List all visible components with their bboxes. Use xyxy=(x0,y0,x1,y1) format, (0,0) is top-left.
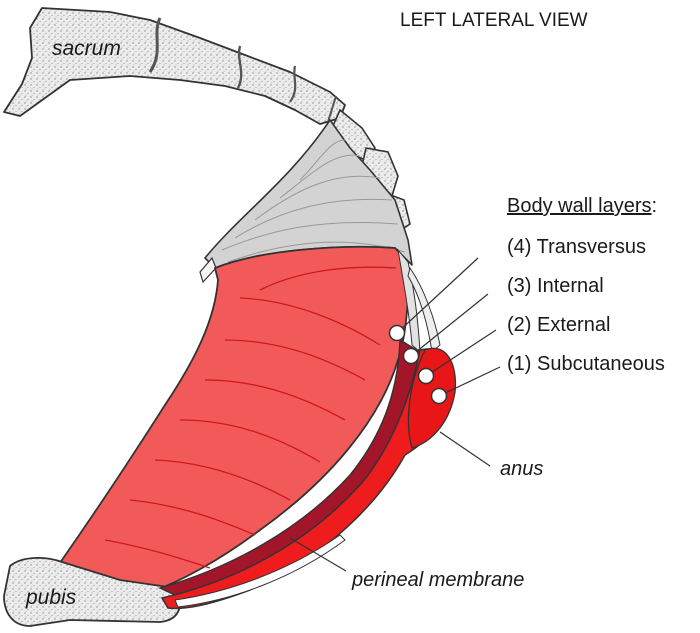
perineal-membrane-strip xyxy=(174,534,346,608)
sacrum-label: sacrum xyxy=(52,37,121,60)
pubis-bone xyxy=(3,557,181,627)
fascia-strip xyxy=(199,256,217,284)
levator-ani-muscle xyxy=(54,245,410,593)
layer-markers xyxy=(388,324,448,405)
legend-item-2: (2) External xyxy=(507,314,610,336)
anus-label: anus xyxy=(500,458,543,480)
legend-name: Internal xyxy=(537,275,604,297)
pubis-label: pubis xyxy=(25,586,77,609)
legend-number: (2) xyxy=(507,314,531,336)
legend-number: (1) xyxy=(507,353,531,375)
legend-item: (4) Transversus (3) Internal (2) Externa… xyxy=(507,236,665,375)
view-title: LEFT LATERAL VIEW xyxy=(400,10,588,31)
legend-number: (3) xyxy=(507,275,531,297)
legend-name: External xyxy=(537,314,610,336)
legend-item-3: (3) Internal xyxy=(507,275,604,297)
marker-external xyxy=(417,367,435,385)
legend-heading-colon: : xyxy=(652,195,658,217)
legend-heading: Body wall layers: xyxy=(507,195,657,217)
legend-heading-text: Body wall layers xyxy=(507,195,652,217)
legend-number: (4) xyxy=(507,236,531,258)
ligament-region xyxy=(204,119,413,269)
marker-internal xyxy=(402,347,420,365)
legend-item-4: (4) Transversus xyxy=(507,236,646,258)
legend-name: Subcutaneous xyxy=(537,353,665,375)
marker-transversus xyxy=(388,324,406,342)
perineal-membrane-label: perineal membrane xyxy=(351,569,524,591)
leader-lines xyxy=(289,257,501,572)
legend-name: Transversus xyxy=(537,236,646,258)
legend-item-1: (1) Subcutaneous xyxy=(507,353,665,375)
sacrum-bone xyxy=(3,7,346,125)
marker-subcutaneous xyxy=(430,387,448,405)
